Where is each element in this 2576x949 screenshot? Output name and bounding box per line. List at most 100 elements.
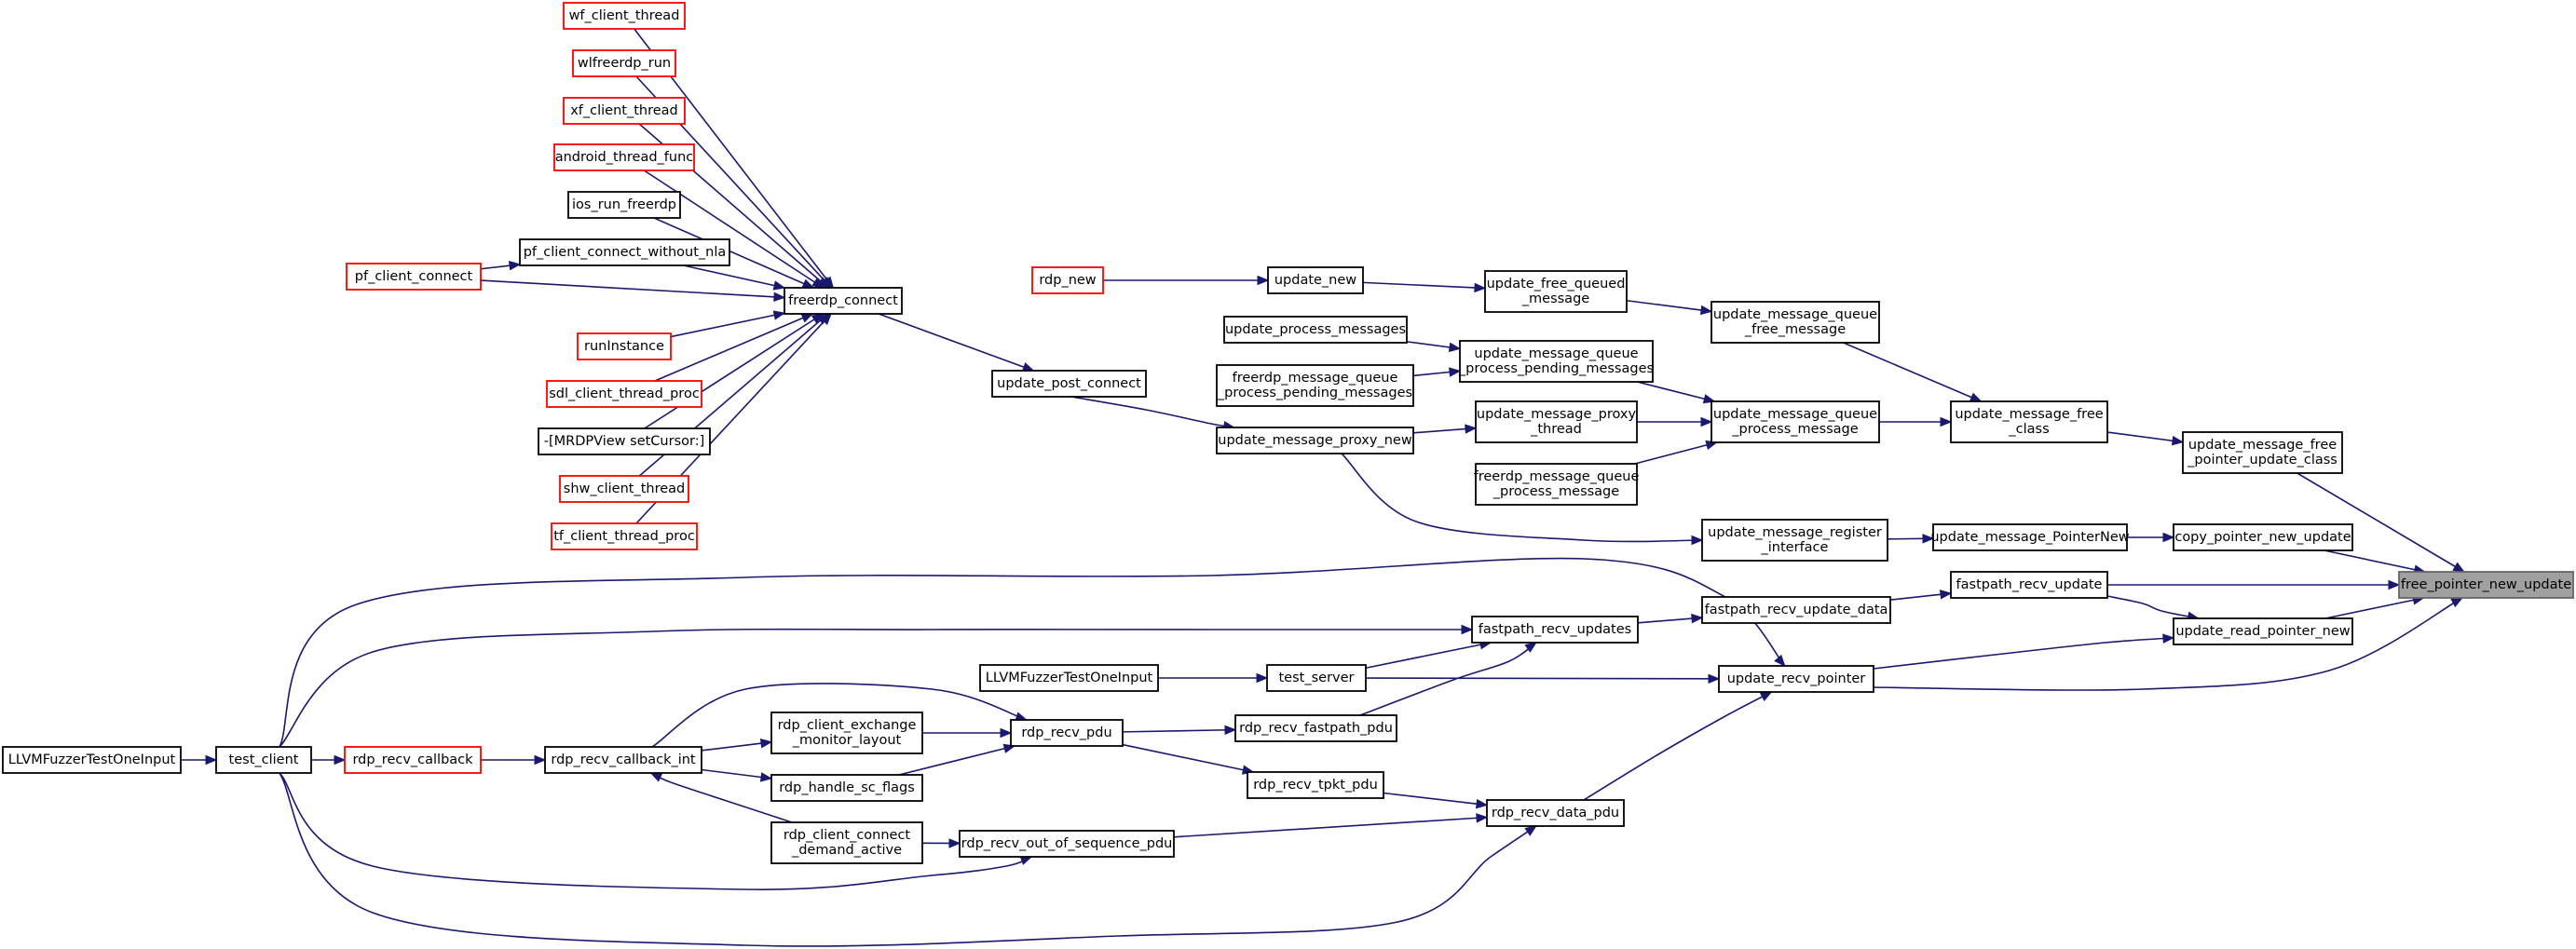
edge-rdp_client_connect_demand_active-to-rdp_recv_out_of_sequence_pdu-arrowhead <box>948 838 961 848</box>
node-box-wlfreerdp_run <box>572 49 676 77</box>
node-box-update_process_messages <box>1223 316 1408 344</box>
node-rdp_recv_fastpath_pdu[interactable]: rdp_recv_fastpath_pdu <box>1234 714 1397 742</box>
node-rdp_recv_data_pdu[interactable]: rdp_recv_data_pdu <box>1486 799 1625 827</box>
node-label-wf_client_thread: wf_client_thread <box>569 8 680 23</box>
node-box-copy_pointer_new_update <box>2173 523 2353 551</box>
node-rdp_recv_callback[interactable]: rdp_recv_callback <box>344 746 482 774</box>
node-test_client[interactable]: test_client <box>215 746 312 774</box>
node-label-freerdp_connect: freerdp_connect <box>788 293 898 308</box>
node-box-update_message_queue_free_message <box>1711 301 1880 344</box>
node-free_pointer_new_update[interactable]: free_pointer_new_update <box>2398 571 2574 599</box>
node-update_message_free_class[interactable]: update_message_free_class <box>1950 400 2108 443</box>
node-LLVMFuzzerTestOneInput_server[interactable]: LLVMFuzzerTestOneInput <box>979 664 1159 692</box>
node-rdp_recv_out_of_sequence_pdu[interactable]: rdp_recv_out_of_sequence_pdu <box>959 830 1175 858</box>
edge-test_client-to-rdp_recv_data_pdu <box>279 772 1537 947</box>
node-update_message_free_pointer_update_class[interactable]: update_message_free_pointer_update_class <box>2182 431 2343 474</box>
node-freerdp_message_queue_process_pending_messages[interactable]: freerdp_message_queue_process_pending_me… <box>1216 364 1414 407</box>
node-label-android_thread_func: android_thread_func <box>555 150 694 165</box>
node-pf_client_connect[interactable]: pf_client_connect <box>346 263 482 291</box>
node-rdp_recv_tpkt_pdu[interactable]: rdp_recv_tpkt_pdu <box>1247 771 1384 799</box>
node-box-sdl_client_thread_proc <box>546 380 702 408</box>
node-test_server[interactable]: test_server <box>1266 664 1367 692</box>
edge-rdp_recv_data_pdu-to-update_recv_pointer-arrowhead <box>1759 691 1773 701</box>
edge-update_message_queue_free_message-to-update_message_free_class <box>1843 342 1983 402</box>
node-update_message_register_interface[interactable]: update_message_register_interface <box>1701 519 1888 562</box>
node-update_message_queue_free_message[interactable]: update_message_queue_free_message <box>1711 301 1880 344</box>
node-LLVMFuzzerTestOneInput_client[interactable]: LLVMFuzzerTestOneInput <box>2 746 182 774</box>
edge-sdl_client_thread_proc-to-freerdp_connect-arrowhead <box>800 313 814 323</box>
node-mrdpview_setcursor[interactable]: -[MRDPView setCursor:] <box>538 427 711 455</box>
edge-update_recv_pointer-to-update_read_pointer_new-arrowhead <box>2162 633 2175 644</box>
node-rdp_client_exchange_monitor_layout[interactable]: rdp_client_exchange_monitor_layout <box>770 712 923 754</box>
node-freerdp_message_queue_process_message[interactable]: freerdp_message_queue_process_message <box>1474 463 1640 506</box>
node-update_message_proxy_new[interactable]: update_message_proxy_new <box>1216 427 1414 454</box>
edge-freerdp_message_queue_process_pending_messages-to-update_message_queue_process_pending_messages-arrowhead <box>1449 367 1462 377</box>
node-wlfreerdp_run[interactable]: wlfreerdp_run <box>572 49 676 77</box>
node-box-update_free_queued_message <box>1484 270 1628 313</box>
node-update_process_messages[interactable]: update_process_messages <box>1223 316 1408 344</box>
node-tf_client_thread_proc[interactable]: tf_client_thread_proc <box>551 522 698 550</box>
node-update_message_queue_process_message[interactable]: update_message_queue_process_message <box>1711 400 1880 443</box>
node-xf_client_thread[interactable]: xf_client_thread <box>563 97 686 125</box>
node-box-shw_client_thread <box>559 475 689 503</box>
node-rdp_new[interactable]: rdp_new <box>1031 266 1104 294</box>
node-fastpath_recv_update[interactable]: fastpath_recv_update <box>1950 571 2108 599</box>
node-update_post_connect[interactable]: update_post_connect <box>991 370 1147 398</box>
node-update_recv_pointer[interactable]: update_recv_pointer <box>1718 665 1874 693</box>
node-label-rdp_recv_callback: rdp_recv_callback <box>352 752 473 767</box>
node-sdl_client_thread_proc[interactable]: sdl_client_thread_proc <box>546 380 702 408</box>
node-freerdp_connect[interactable]: freerdp_connect <box>784 287 903 315</box>
node-label-sdl_client_thread_proc: sdl_client_thread_proc <box>549 386 700 401</box>
node-box-update_post_connect <box>991 370 1147 398</box>
edge-update_recv_pointer-to-free_pointer_new_update-line <box>1873 597 2463 691</box>
node-update_free_queued_message[interactable]: update_free_queued_message <box>1484 270 1628 313</box>
node-box-update_message_proxy_thread <box>1475 400 1638 443</box>
node-box-update_message_register_interface <box>1701 519 1888 562</box>
node-update_message_PointerNew[interactable]: update_message_PointerNew <box>1930 523 2130 551</box>
node-update_new[interactable]: update_new <box>1267 266 1364 294</box>
node-android_thread_func[interactable]: android_thread_func <box>553 143 695 171</box>
edge-rdp_recv_callback_int-to-rdp_client_exchange_monitor_layout <box>701 738 773 752</box>
node-label-update_message_free_class-line-0: update_message_free <box>1955 407 2103 422</box>
edge-fastpath_recv_update_data-to-fastpath_recv_update <box>1889 590 1953 601</box>
node-label-update_message_proxy_new: update_message_proxy_new <box>1218 433 1412 448</box>
node-fastpath_recv_updates[interactable]: fastpath_recv_updates <box>1471 616 1639 644</box>
edge-rdp_recv_tpkt_pdu-to-rdp_recv_data_pdu <box>1383 792 1489 809</box>
edge-rdp_client_exchange_monitor_layout-to-rdp_recv_pdu <box>922 727 1013 739</box>
node-shw_client_thread[interactable]: shw_client_thread <box>559 475 689 503</box>
node-label-rdp_recv_out_of_sequence_pdu: rdp_recv_out_of_sequence_pdu <box>961 836 1173 851</box>
edge-test_server-to-update_recv_pointer-line <box>1365 677 1720 680</box>
node-update_message_queue_process_pending_messages[interactable]: update_message_queue_process_pending_mes… <box>1458 340 1654 383</box>
node-label-update_message_queue_free_message-line-0: update_message_queue <box>1713 307 1877 322</box>
node-update_read_pointer_new[interactable]: update_read_pointer_new <box>2173 617 2353 645</box>
edge-fastpath_recv_update-to-free_pointer_new_update-arrowhead <box>2388 579 2401 590</box>
node-box-tf_client_thread_proc <box>551 522 698 550</box>
node-label-rdp_client_exchange_monitor_layout-line-0: rdp_client_exchange <box>778 718 917 733</box>
node-label-update_message_free_pointer_update_class-line-1: _pointer_update_class <box>2187 453 2337 468</box>
node-label-copy_pointer_new_update: copy_pointer_new_update <box>2174 530 2351 545</box>
node-fastpath_recv_update_data[interactable]: fastpath_recv_update_data <box>1701 596 1891 624</box>
node-label-wlfreerdp_run: wlfreerdp_run <box>578 56 671 71</box>
node-box-rdp_handle_sc_flags <box>770 774 923 802</box>
edge-rdp_recv_pdu-to-rdp_recv_fastpath_pdu-arrowhead <box>1224 725 1237 736</box>
edge-pf_client_connect_without_nla-to-freerdp_connect-arrowhead <box>772 280 786 291</box>
edge-test_client-to-fastpath_recv_updates-line <box>279 628 1472 748</box>
node-copy_pointer_new_update[interactable]: copy_pointer_new_update <box>2173 523 2353 551</box>
node-rdp_recv_pdu[interactable]: rdp_recv_pdu <box>1010 719 1124 747</box>
edge-update_message_PointerNew-to-copy_pointer_new_update-arrowhead <box>2162 532 2175 543</box>
node-label-update_message_proxy_thread-line-1: _thread <box>1530 422 1582 437</box>
node-runInstance[interactable]: runInstance <box>577 332 672 360</box>
node-box-update_message_free_class <box>1950 400 2108 443</box>
edge-pf_client_connect-to-pf_client_connect_without_nla <box>480 261 522 271</box>
edge-update_new-to-update_free_queued_message <box>1362 281 1487 293</box>
node-update_message_proxy_thread[interactable]: update_message_proxy_thread <box>1475 400 1638 443</box>
node-ios_run_freerdp[interactable]: ios_run_freerdp <box>567 191 681 219</box>
node-wf_client_thread[interactable]: wf_client_thread <box>563 2 686 30</box>
node-rdp_handle_sc_flags[interactable]: rdp_handle_sc_flags <box>770 774 923 802</box>
edge-test_client-to-fastpath_recv_updates-arrowhead <box>1461 624 1474 635</box>
node-rdp_client_connect_demand_active[interactable]: rdp_client_connect_demand_active <box>770 821 923 864</box>
node-rdp_recv_callback_int[interactable]: rdp_recv_callback_int <box>544 746 702 774</box>
node-label-free_pointer_new_update: free_pointer_new_update <box>2401 577 2571 592</box>
node-pf_client_connect_without_nla[interactable]: pf_client_connect_without_nla <box>519 238 730 266</box>
